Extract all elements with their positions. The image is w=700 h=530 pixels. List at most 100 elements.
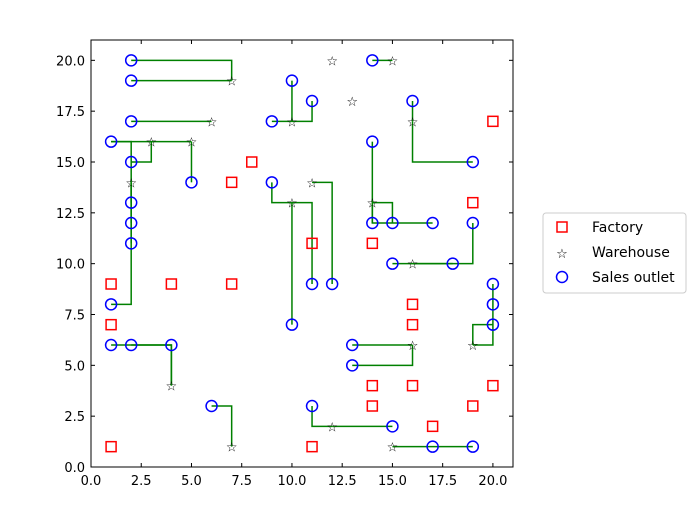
legend-warehouse-marker: ☆: [556, 247, 568, 262]
factory-point: [225, 176, 238, 189]
outlet-point: [265, 176, 279, 189]
factory-point: [406, 318, 419, 331]
x-tick-label: 2.5: [131, 474, 152, 489]
warehouse-point: ☆: [346, 95, 358, 110]
warehouse-point: ☆: [326, 54, 338, 69]
x-tick-label: 0.0: [81, 474, 102, 489]
warehouse-point: ☆: [387, 441, 399, 456]
y-tick-label: 10.0: [56, 258, 85, 273]
outlet-point: [124, 216, 138, 230]
factory-point: [366, 400, 379, 412]
factory-point: [467, 196, 479, 209]
y-tick-label: 0.0: [64, 461, 85, 476]
outlet-point: [386, 257, 399, 270]
outlet-point: [466, 216, 480, 230]
factory-point: [366, 379, 379, 392]
factory-point: [406, 379, 419, 392]
warehouse-point: ☆: [145, 136, 157, 151]
link-line: [131, 344, 173, 386]
x-tick-label: 17.5: [428, 474, 457, 489]
x-tick-label: 5.0: [181, 474, 202, 489]
y-tick-label: 7.5: [64, 309, 85, 324]
warehouse-point: ☆: [186, 136, 198, 151]
factory-point: [487, 379, 499, 392]
outlet-point: [486, 277, 500, 291]
outlet-point: [124, 338, 138, 352]
outlet-point: [104, 135, 118, 148]
plot-frame: [90, 39, 514, 468]
x-tick-label: 10.0: [277, 474, 306, 489]
outlet-point: [124, 74, 138, 87]
factory-point: [406, 298, 419, 311]
outlet-point: [466, 155, 480, 169]
link-line: [472, 323, 493, 345]
outlet-point: [104, 298, 118, 311]
warehouse-point: ☆: [467, 339, 479, 354]
outlet-point: [205, 399, 218, 413]
link-line: [271, 182, 292, 204]
legend-factory-label: Factory: [592, 220, 643, 236]
outlet-point: [305, 277, 319, 291]
outlet-point: [366, 216, 379, 230]
outlet-point: [486, 318, 500, 331]
y-tick-label: 15.0: [56, 156, 85, 171]
link-line: [311, 406, 333, 428]
warehouse-point: ☆: [125, 176, 137, 191]
legend-outlet-marker: [555, 270, 569, 284]
outlet-point: [426, 216, 439, 230]
outlet-point: [386, 420, 399, 433]
outlet-point: [406, 94, 419, 108]
outlet-point: [345, 359, 359, 372]
outlet-point: [466, 440, 480, 453]
link-line: [352, 345, 414, 367]
legend-box: [542, 212, 687, 294]
factory-point: [105, 440, 117, 453]
outlet-point: [124, 196, 138, 209]
outlet-point: [185, 176, 198, 189]
factory-point: [105, 318, 117, 331]
warehouse-point: ☆: [367, 197, 379, 212]
outlet-point: [305, 399, 319, 413]
factory-point: [246, 156, 258, 168]
legend-outlet-label: Sales outlet: [592, 270, 675, 286]
link-line: [371, 202, 433, 224]
outlet-point: [345, 338, 359, 352]
outlet-point: [366, 135, 379, 148]
x-tick-label: 20.0: [478, 474, 507, 489]
outlet-point: [446, 257, 459, 270]
y-tick-label: 20.0: [56, 54, 85, 69]
outlet-point: [305, 94, 319, 108]
x-tick-label: 15.0: [378, 474, 407, 489]
link-line: [312, 181, 333, 284]
markers-layer: ☆☆☆☆☆☆☆☆☆☆☆☆☆☆☆☆☆☆☆☆: [104, 54, 500, 456]
link-line: [111, 344, 173, 386]
links-layer: [111, 59, 494, 448]
factory-point: [426, 420, 439, 433]
link-line: [472, 284, 494, 346]
outlet-point: [165, 338, 178, 352]
outlet-point: [426, 440, 439, 453]
factory-point: [306, 440, 318, 453]
link-line: [412, 223, 474, 265]
link-line: [291, 201, 313, 284]
outlet-point: [124, 115, 138, 128]
factory-point: [487, 115, 499, 128]
warehouse-point: ☆: [326, 420, 338, 435]
outlet-point: [265, 115, 279, 128]
axes-ticks: 0.00.02.52.55.05.07.57.510.010.012.512.5…: [56, 40, 513, 489]
outlet-point: [325, 277, 339, 291]
outlet-point: [104, 338, 118, 352]
x-tick-label: 7.5: [231, 474, 252, 489]
warehouse-point: ☆: [206, 115, 218, 130]
legend: Factory ☆ Warehouse Sales outlet: [542, 212, 687, 294]
y-tick-label: 17.5: [56, 105, 85, 120]
factory-point: [306, 237, 318, 250]
warehouse-point: ☆: [226, 441, 238, 456]
legend-factory-marker: [556, 221, 568, 233]
outlet-point: [386, 216, 399, 230]
warehouse-point: ☆: [387, 54, 399, 69]
outlet-point: [124, 237, 138, 250]
factory-point: [467, 400, 479, 412]
link-line: [131, 59, 233, 81]
